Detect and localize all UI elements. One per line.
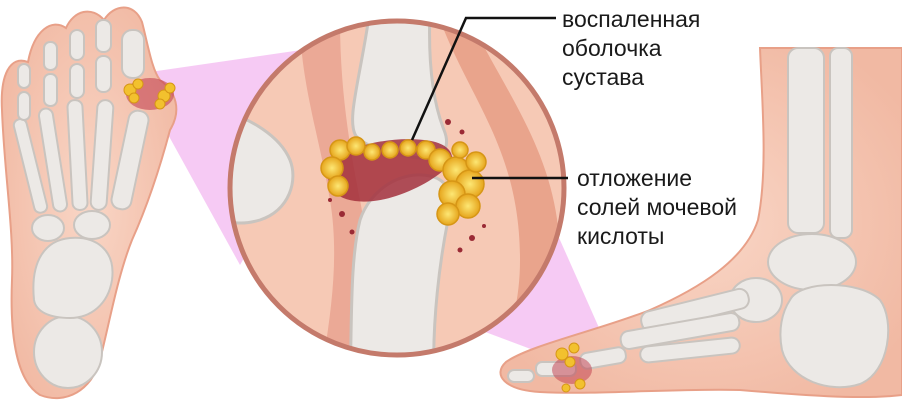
cuboid-bone xyxy=(31,214,65,242)
metatarsal-bones xyxy=(12,99,150,214)
inflammation-specks xyxy=(328,119,486,253)
side-toe-inflammation xyxy=(552,356,592,384)
toe-bones xyxy=(17,19,145,121)
tarsal-bones xyxy=(32,236,114,320)
ankle-bones xyxy=(729,233,890,389)
leg-bones xyxy=(787,47,853,239)
uric-crystal-deposit xyxy=(320,136,487,226)
uric-acid-deposit-label: отложение солей мочевой кислоты xyxy=(577,165,737,249)
side-toe-crystal-deposit xyxy=(555,342,586,393)
membrane-leader-line xyxy=(410,16,556,141)
foot-side-view xyxy=(499,47,902,399)
foot-top-view xyxy=(0,6,178,400)
side-metatarsal-bones xyxy=(619,287,750,364)
magnifier-border xyxy=(227,18,567,358)
toe-crystal-deposit xyxy=(123,78,176,110)
cuneiform-bone xyxy=(73,210,111,240)
inflamed-membrane-label: воспаленная оболочка сустава xyxy=(562,6,701,90)
heel-bone xyxy=(33,315,103,389)
